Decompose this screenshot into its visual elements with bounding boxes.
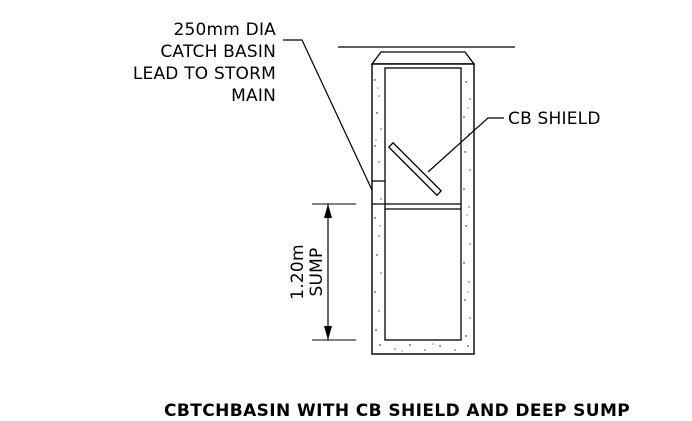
- frame-cover: [370, 51, 476, 65]
- drawing-title: CBTCHBASIN WITH CB SHIELD AND DEEP SUMP: [164, 401, 630, 416]
- lead-leader-line: [283, 39, 373, 191]
- sump-word-label: SUMP: [307, 248, 327, 297]
- sump-dim-arrow-top: [324, 204, 332, 218]
- shield-label: CB SHIELD: [508, 109, 601, 129]
- lead-label-line-3: LEAD TO STORM: [133, 64, 276, 84]
- lead-label-line-2: CATCH BASIN: [160, 42, 276, 62]
- sump-dim-arrow-bottom: [324, 326, 332, 340]
- cb-shield-plate: [387, 141, 443, 197]
- lead-label-line-1: 250mm DIA: [173, 20, 276, 40]
- shield-leader-line: [427, 117, 504, 173]
- lead-label-line-4: MAIN: [231, 86, 276, 106]
- concrete-hatch: [374, 79, 471, 352]
- sump-value-label: 1.20m: [288, 244, 308, 299]
